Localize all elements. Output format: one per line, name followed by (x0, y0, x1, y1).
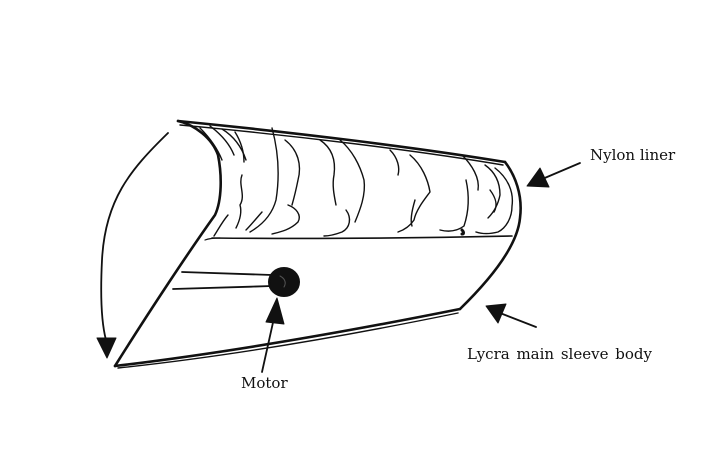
motor-icon (268, 267, 300, 297)
arrowhead-icon (526, 167, 550, 188)
sleeve-outline (113, 119, 522, 369)
lycra-body-arrow (485, 303, 537, 328)
lycra-body-label: Lycra main sleeve body (467, 345, 652, 363)
motor-wires (172, 271, 273, 290)
motor-label: Motor (241, 374, 288, 392)
liner-boundary (211, 235, 513, 240)
nylon-liner-arrow (526, 162, 581, 188)
arrowhead-down-icon (96, 337, 117, 359)
arrowhead-up-icon (265, 297, 285, 325)
curved-arrow (96, 132, 169, 359)
nylon-liner-texture (199, 125, 514, 237)
arrowhead-icon (485, 303, 507, 324)
motor-arrow (261, 297, 285, 373)
nylon-liner-label: Nylon liner (590, 146, 676, 164)
